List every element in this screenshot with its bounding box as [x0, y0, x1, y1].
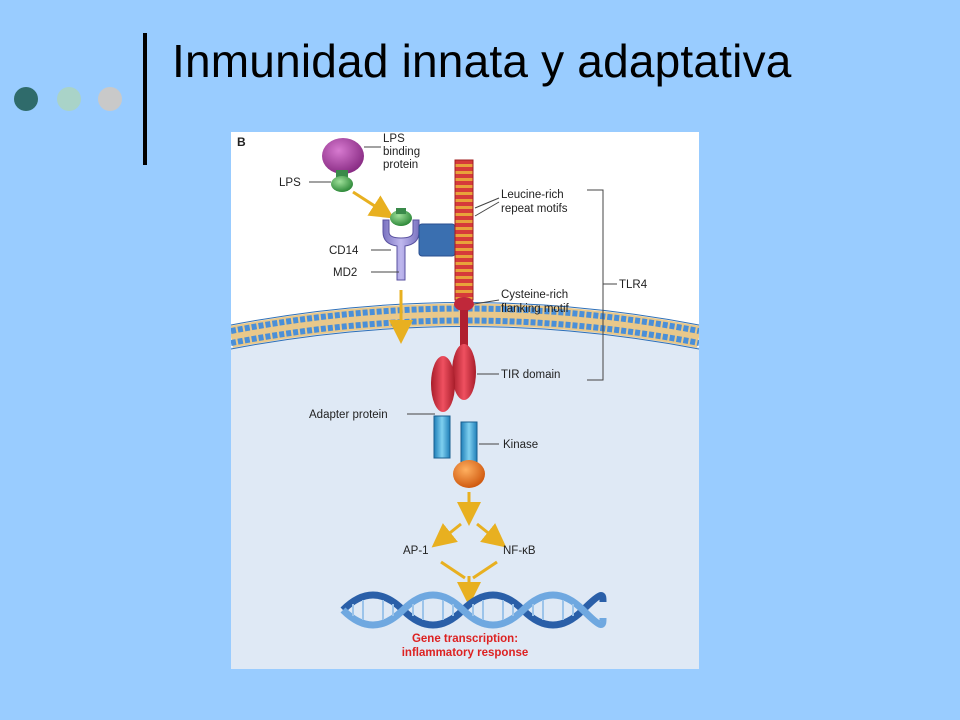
tlr4-cysteine-motif: [454, 297, 474, 311]
label-tir-domain: TIR domain: [501, 369, 560, 381]
label-cd14: CD14: [329, 245, 359, 257]
dot-dark-teal: [14, 87, 38, 111]
kinase-stem: [460, 421, 478, 463]
arrow-ap1-merge: [440, 560, 466, 580]
arrow-nfkb-merge: [472, 560, 498, 580]
label-leucine-1: Leucine-rich: [501, 189, 564, 201]
slide-title: Inmunidad innata y adaptativa: [172, 35, 792, 87]
label-nfkb: NF-κB: [503, 545, 536, 557]
label-lbp-2: binding: [383, 146, 420, 158]
adapter-tir-domain: [431, 356, 455, 412]
label-kinase: Kinase: [503, 439, 538, 451]
label-ap1: AP-1: [403, 545, 429, 557]
label-lps: LPS: [279, 177, 301, 189]
dot-light-teal: [57, 87, 81, 111]
decorative-dots: [14, 87, 124, 113]
label-gene-transcription: Gene transcription:: [412, 633, 518, 645]
lps-on-cd14: [390, 210, 412, 226]
md2-protein: [418, 223, 456, 257]
label-adapter-protein: Adapter protein: [309, 409, 388, 421]
tlr4-transmembrane: [460, 310, 468, 350]
panel-letter: B: [237, 135, 246, 149]
lps-binding-protein: [322, 138, 364, 174]
label-leucine-2: repeat motifs: [501, 203, 568, 215]
label-inflammatory-response: inflammatory response: [402, 647, 529, 659]
label-lbp-3: protein: [383, 159, 418, 171]
label-tlr4: TLR4: [619, 279, 648, 291]
tlr4-signaling-figure: B LPS binding protein LPS CD14 MD2 Leuci…: [231, 132, 699, 669]
label-cysteine-1: Cysteine-rich: [501, 289, 568, 301]
tlr4-diagram-svg: B LPS binding protein LPS CD14 MD2 Leuci…: [231, 133, 699, 669]
tlr4-bracket: [587, 189, 604, 381]
tlr4-leucine-rich-repeats: [454, 159, 474, 301]
cytoplasm: [231, 324, 699, 669]
dna-double-helix: [340, 591, 607, 629]
arrow-to-ap1: [431, 522, 462, 548]
arrow-lps-to-cd14: [352, 190, 395, 219]
label-lbp-1: LPS: [383, 133, 405, 145]
label-md2: MD2: [333, 267, 357, 279]
arrow-to-nfkb: [476, 522, 507, 548]
dot-grey: [98, 87, 122, 111]
kinase: [453, 460, 485, 488]
title-divider: [143, 33, 147, 165]
tlr4-tir-domain: [452, 344, 476, 400]
lbp-stem: [336, 170, 348, 180]
label-cysteine-2: flanking motif: [501, 303, 570, 315]
lps-molecule: [331, 176, 353, 192]
adapter-protein: [433, 415, 451, 459]
